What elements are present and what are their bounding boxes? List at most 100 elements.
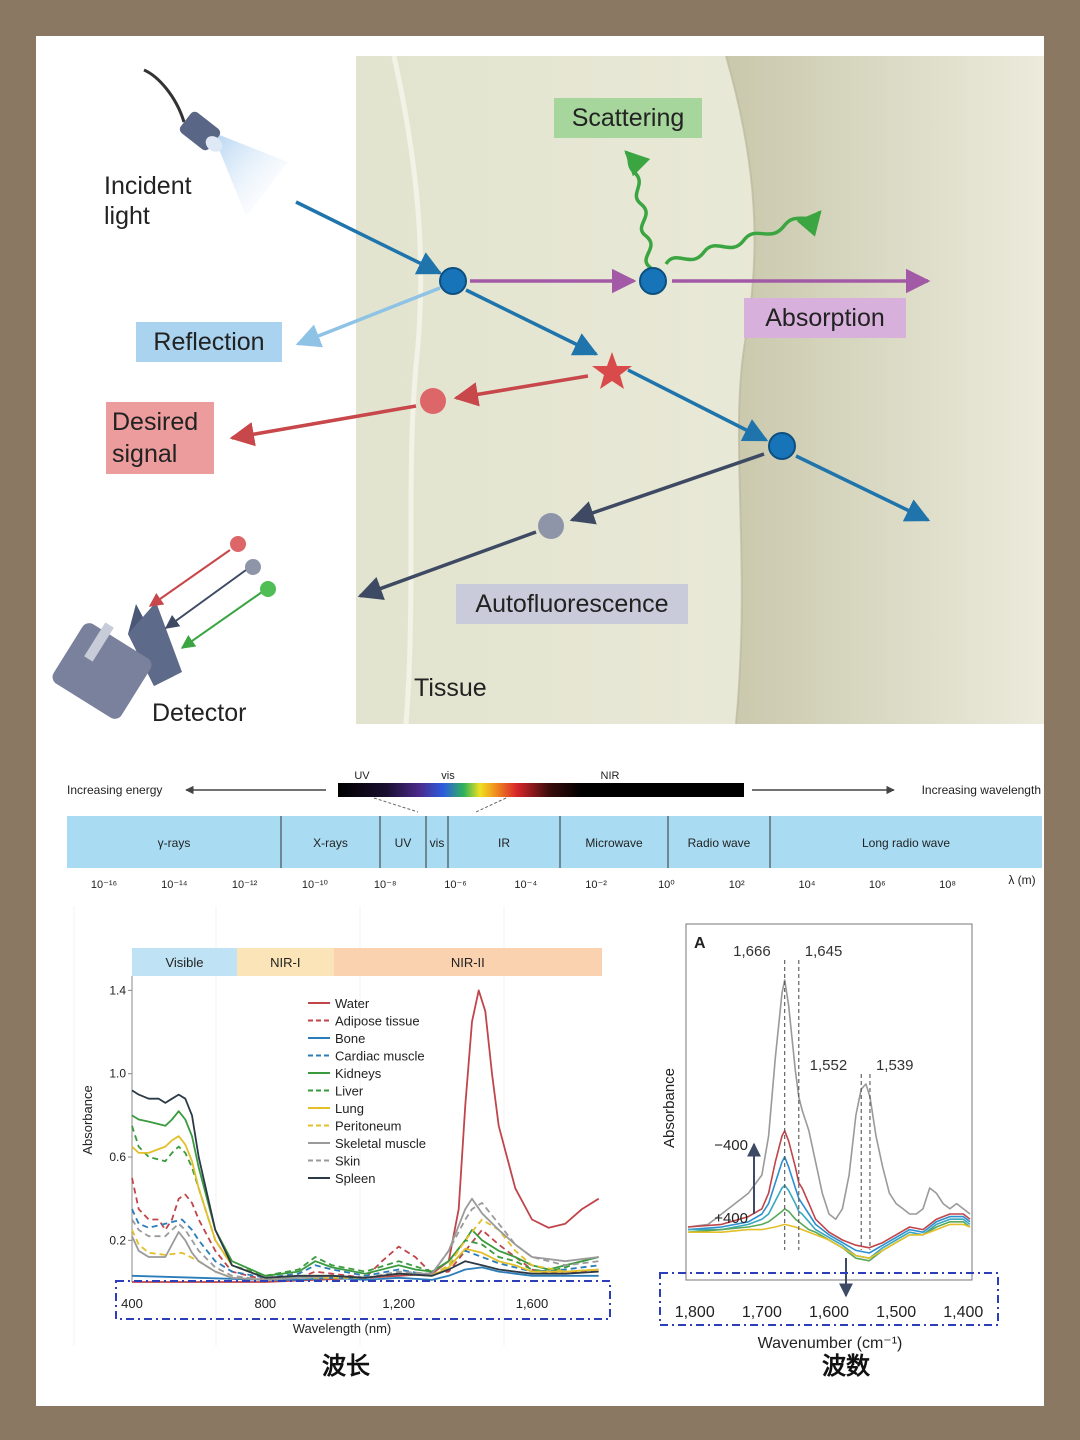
reflection-label: Reflection [153,328,264,356]
autofluorescence-label-box [456,584,688,624]
band-label: X-rays [313,836,348,850]
legend-label: Lung [335,1101,364,1116]
legend-label: Water [335,996,370,1011]
legend-label: Spleen [335,1171,375,1186]
desired-signal-label-box [106,402,214,474]
y-ticks: 0.20.61.01.4 [109,983,132,1247]
spectrum-tick-label: 10⁻¹⁶ [91,879,117,891]
series-line [687,1130,971,1249]
legend-label: Kidneys [335,1066,382,1081]
spectrum-tick-label: 10⁰ [658,879,675,891]
region-band [237,948,334,976]
series-line [131,1197,599,1281]
refracted-ray-1 [465,288,599,356]
band-label: vis [430,836,445,850]
desired-signal-ray-1 [453,374,589,407]
spectrum-band-bar [67,816,1042,868]
series-lines [687,979,971,1262]
caption-left: 波长 [322,1352,371,1380]
reflection-label-box [136,322,282,362]
series-line [688,1223,971,1259]
y-tick-label: 0.6 [109,1150,126,1164]
x-tick-label: 1,400 [943,1304,983,1321]
highlight-box-right [659,1272,999,1326]
tissue-label: Tissue [414,674,487,702]
legend-label: Skeletal muscle [335,1136,426,1151]
spectrum-tick-label: 10⁶ [869,879,886,891]
flashlight-icon [143,68,288,216]
desired-signal-label-2: signal [112,440,177,468]
series-line [131,1089,599,1279]
series-line [131,1266,599,1281]
spectrum-tick-label: 10² [729,879,745,891]
interaction-point-1 [439,267,467,295]
visible-spectrum-strip [338,783,744,797]
legend-label: Liver [335,1084,364,1099]
panel-label: A [694,935,706,952]
region-band [333,948,602,976]
pressure-indicator: −400 +400 [714,1137,853,1298]
series-line [131,1110,599,1277]
transmitted-ray [795,454,931,522]
region-label: NIR-I [270,955,300,970]
region-label: NIR-II [451,955,485,970]
legend-label: Peritoneum [335,1119,401,1134]
spectrum-tick-label: 10⁻¹⁰ [302,879,329,891]
spectrum-tick-label: 10⁻² [585,879,607,891]
scattering-label: Scattering [572,104,685,132]
absorption-label: Absorption [765,304,885,332]
refracted-ray-2 [627,368,769,442]
series-line [131,1202,599,1281]
scattering-wave-up [624,150,653,270]
peak-label: 1,666 [733,943,771,960]
figure-card: Incident light Scattering Absorption Ref… [36,36,1044,1406]
spectrum-tick-label: 10⁻⁶ [444,879,467,891]
series-line [131,1218,599,1281]
spectrum-tick-label: 10⁻¹⁴ [161,879,188,891]
series-line [687,1156,971,1254]
y-axis-label: Absorbance [661,1068,678,1148]
strip-nir-label: NIR [601,770,620,782]
series-line [132,989,600,1283]
detector-icon [52,536,276,719]
x-axis-label: Wavenumber (cm⁻¹) [758,1335,903,1352]
band-label: Long radio wave [862,836,950,850]
interaction-point-2 [639,267,667,295]
series-line [131,1135,599,1279]
spectrum-tick-label: 10⁻⁴ [514,879,537,891]
desired-signal-label: Desired [112,408,198,436]
fluorophore-star-icon [592,352,632,389]
wavelength-unit-label: λ (m) [1008,873,1035,887]
scattering-wave-right [664,210,822,266]
region-band [132,948,237,976]
legend-label: Cardiac muscle [335,1049,425,1064]
incident-light-label-2: light [104,202,150,230]
x-tick-label: 1,700 [742,1304,782,1321]
strip-uv-label: UV [354,770,370,782]
x-tick-label: 1,800 [675,1304,715,1321]
light-tissue-interaction-diagram: Incident light Scattering Absorption Ref… [36,36,1044,727]
series-line [687,979,971,1228]
autofluorescence-label: Autofluorescence [475,590,668,618]
x-axis-label: Wavelength (nm) [293,1321,392,1336]
legend-label: Adipose tissue [335,1014,420,1029]
x-tick-label: 400 [121,1296,143,1311]
x-tick-label: 1,200 [382,1296,415,1311]
band-label: Radio wave [688,836,751,850]
deep-tissue-region [726,56,1044,724]
desired-signal-point [420,388,446,414]
electromagnetic-spectrum: Increasing energy Increasing wavelength … [67,770,1042,891]
series-line [131,1177,599,1281]
y-tick-label: 1.4 [109,983,126,997]
increasing-wavelength-label: Increasing wavelength [922,783,1041,797]
strip-vis-label: vis [441,770,455,782]
interaction-point-3 [768,432,796,460]
band-label: Microwave [585,836,643,850]
highlight-box-left [115,1280,611,1320]
